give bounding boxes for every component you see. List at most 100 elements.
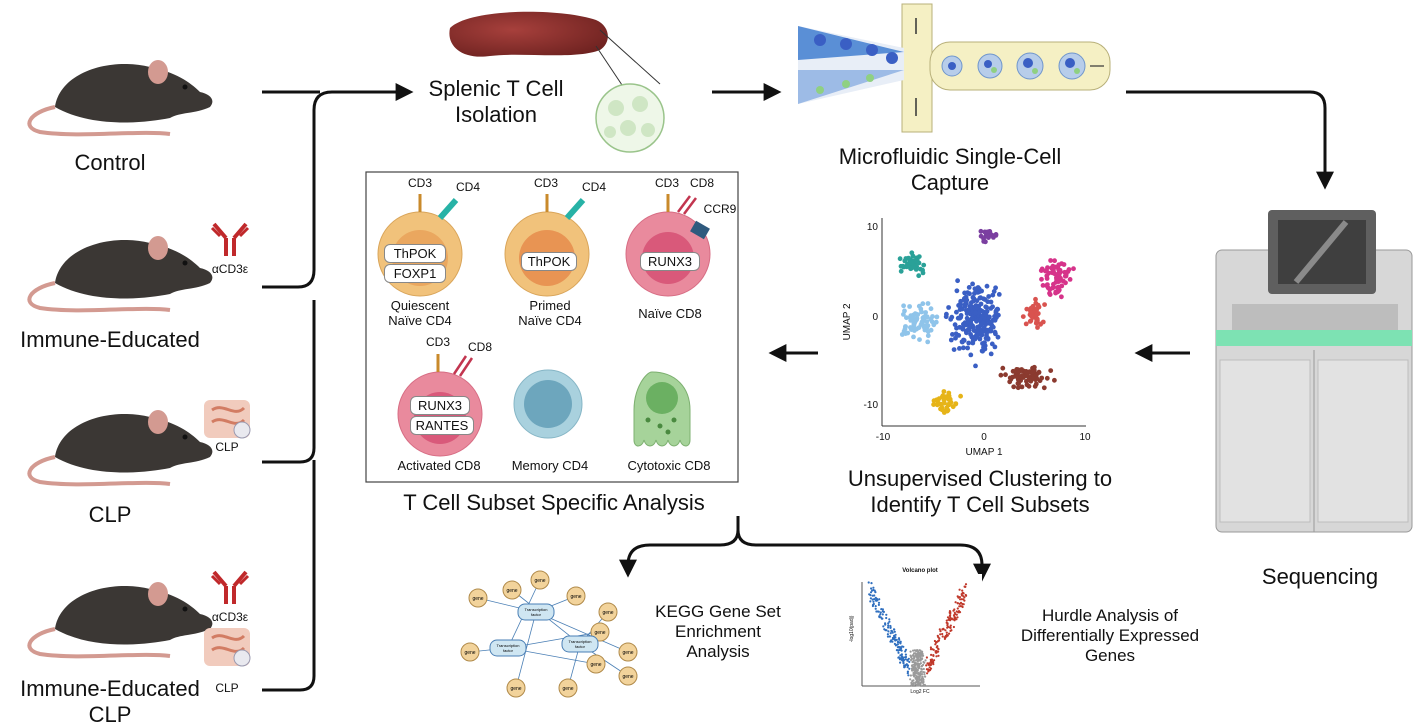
volcano-point xyxy=(945,631,948,634)
cell-name: Naïve CD8 xyxy=(638,306,702,321)
volcano-point xyxy=(921,668,924,671)
umap-point xyxy=(1059,283,1065,289)
umap-ylabel: UMAP 2 xyxy=(842,303,854,341)
volcano-point xyxy=(961,591,965,594)
umap-point xyxy=(962,290,967,296)
volcano-point xyxy=(904,653,908,656)
umap-point xyxy=(1041,385,1047,391)
umap-point xyxy=(974,327,980,332)
transcription-factor-label: factor xyxy=(575,644,586,649)
umap-point xyxy=(928,306,934,312)
volcano-point xyxy=(913,674,917,677)
tag-acd3e: αCD3ε xyxy=(211,610,249,624)
umap-point xyxy=(907,304,912,309)
umap-point xyxy=(957,346,962,351)
umap-point xyxy=(1031,376,1036,381)
umap-point xyxy=(954,309,959,315)
volcano-point xyxy=(928,662,931,665)
umap-point xyxy=(1044,273,1050,279)
group-label-clp: CLP xyxy=(88,502,132,527)
volcano-point xyxy=(885,629,888,632)
volcano-point xyxy=(902,645,905,648)
volcano-point xyxy=(912,682,915,685)
group-label-immune-educated: Immune-Educated xyxy=(20,327,200,352)
volcano-point xyxy=(948,610,952,613)
volcano-point xyxy=(920,653,923,656)
umap-point xyxy=(1052,264,1058,270)
volcano-point xyxy=(911,679,914,683)
volcano-point xyxy=(915,654,918,657)
volcano-point xyxy=(958,605,961,608)
umap-point xyxy=(1015,385,1021,391)
volcano-point xyxy=(925,664,928,667)
umap-point xyxy=(939,407,945,413)
volcano-point xyxy=(887,622,890,625)
volcano-point xyxy=(960,598,963,601)
gene-node-label: gene xyxy=(622,674,633,680)
volcano-point xyxy=(871,598,874,601)
volcano-point xyxy=(919,671,922,674)
volcano-point xyxy=(941,635,944,638)
umap-point xyxy=(901,328,907,334)
volcano-point xyxy=(914,666,917,669)
tag-acd3e: αCD3ε xyxy=(211,262,249,276)
volcano-point xyxy=(922,671,925,674)
umap-point xyxy=(897,256,903,262)
volcano-point xyxy=(958,588,961,591)
umap-point xyxy=(984,305,989,310)
umap-point xyxy=(1016,381,1021,387)
umap-point xyxy=(1030,369,1036,375)
gene-node xyxy=(618,642,638,662)
cell-name: Activated CD8 xyxy=(397,458,481,473)
volcano-point xyxy=(881,608,885,611)
umap-point xyxy=(985,336,991,342)
volcano-point xyxy=(930,653,933,657)
volcano-point xyxy=(936,634,939,638)
umap-point xyxy=(990,292,996,298)
marker-box: FOXP1 xyxy=(384,264,446,284)
volcano-point xyxy=(877,601,881,604)
umap-point xyxy=(994,315,999,320)
umap-point xyxy=(951,347,957,352)
gene-node xyxy=(590,622,610,642)
volcano-point xyxy=(932,661,935,664)
umap-point xyxy=(1003,372,1008,378)
volcano-point xyxy=(956,607,959,610)
umap-point xyxy=(912,326,918,332)
volcano-point xyxy=(921,675,924,678)
volcano-point xyxy=(904,658,908,661)
receptor-label: CD3 xyxy=(425,335,450,349)
umap-point xyxy=(961,345,966,351)
umap-point xyxy=(991,289,997,294)
umap-point xyxy=(1056,270,1062,276)
volcano-point xyxy=(958,611,961,614)
umap-point xyxy=(928,327,934,333)
intestine-icon xyxy=(204,628,251,667)
volcano-point xyxy=(933,659,936,662)
umap-point xyxy=(1053,290,1058,296)
umap-point xyxy=(946,305,951,310)
volcano-point xyxy=(881,613,884,616)
umap-point xyxy=(978,233,984,239)
gene-node xyxy=(502,580,522,600)
volcano-point xyxy=(911,669,914,672)
volcano-point xyxy=(946,623,949,626)
volcano-point xyxy=(907,674,910,677)
umap-point xyxy=(998,372,1004,378)
cell-name: Memory CD4 xyxy=(511,458,589,473)
umap-point xyxy=(989,341,995,347)
gene-node xyxy=(558,678,578,698)
volcano-point xyxy=(953,611,956,615)
volcano-point xyxy=(952,618,955,621)
umap-point xyxy=(911,334,916,340)
umap-point xyxy=(969,315,975,321)
umap-point xyxy=(1019,384,1025,390)
umap-point xyxy=(968,300,974,306)
umap-point xyxy=(1020,314,1026,319)
volcano-point xyxy=(897,651,900,654)
